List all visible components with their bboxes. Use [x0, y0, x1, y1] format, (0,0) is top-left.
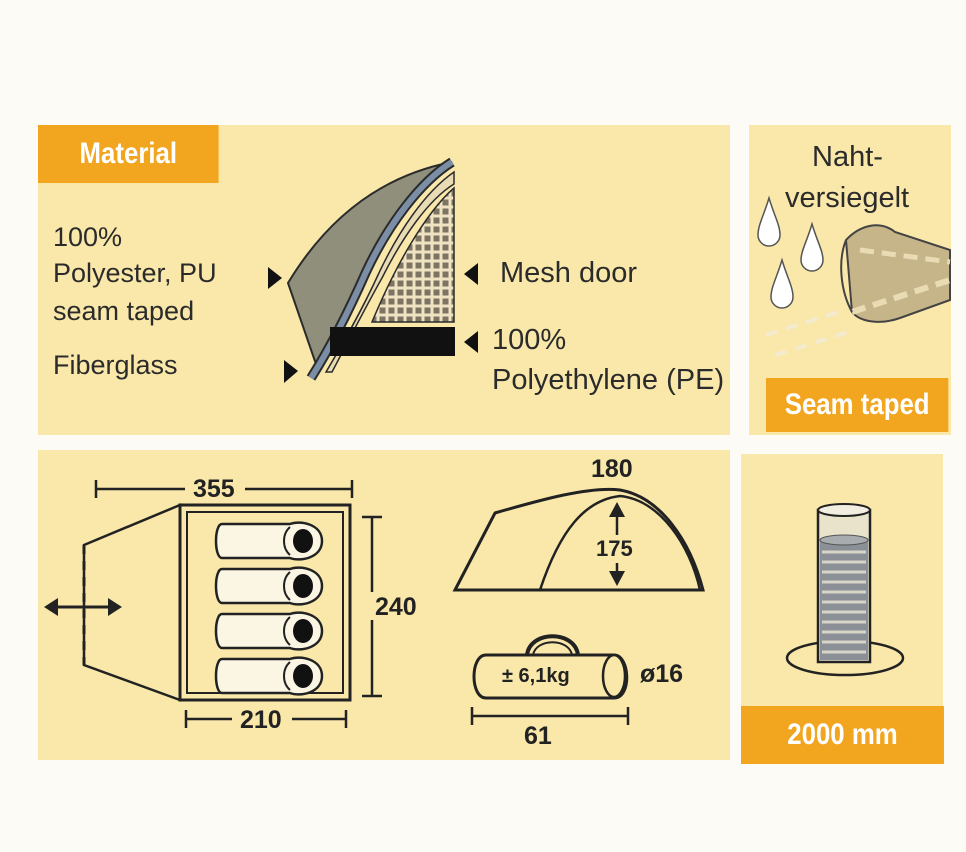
dim-inner-height: 175	[596, 536, 633, 561]
floor-material-line2: Polyethylene (PE)	[492, 364, 725, 396]
fly-material-line2: Polyester, PU	[53, 258, 217, 288]
seam-caption-line1: Naht-	[812, 141, 883, 173]
dim-height: 180	[591, 455, 633, 483]
water-column-tag: 2000 mm	[741, 706, 944, 764]
seam-tag: Seam taped	[766, 378, 949, 432]
pack-length: 61	[524, 722, 552, 750]
poles-material: Fiberglass	[53, 350, 178, 380]
dim-length-total: 355	[193, 475, 235, 503]
fly-material-line3: seam taped	[53, 296, 195, 326]
tape-roll-icon	[840, 224, 951, 323]
door-material: Mesh door	[500, 257, 638, 289]
arrow-left-icon	[464, 263, 478, 285]
floor-swatch	[330, 327, 455, 356]
material-title: Material	[38, 125, 219, 183]
arrow-right-icon	[284, 360, 298, 383]
sleeping-bag-icon	[214, 656, 324, 696]
arrow-right-icon	[268, 267, 282, 289]
seam-caption-line2: versiegelt	[785, 182, 910, 214]
floor-material-line1: 100%	[492, 324, 567, 356]
sleeping-bag-icon	[214, 521, 324, 561]
pack-diameter: ø16	[640, 660, 684, 688]
pack-weight: ± 6,1kg	[502, 665, 570, 687]
sleeping-bag-icon	[214, 566, 324, 606]
fly-material-line1: 100%	[53, 222, 123, 252]
dim-inner-length: 210	[240, 706, 282, 734]
water-drop-icon	[757, 195, 781, 247]
dim-width: 240	[375, 593, 417, 621]
double-arrow-icon	[44, 598, 122, 616]
water-drop-icon	[770, 257, 794, 309]
sleeping-bag-icon	[214, 611, 324, 651]
arrow-left-icon	[464, 331, 478, 353]
water-drop-icon	[800, 221, 824, 272]
